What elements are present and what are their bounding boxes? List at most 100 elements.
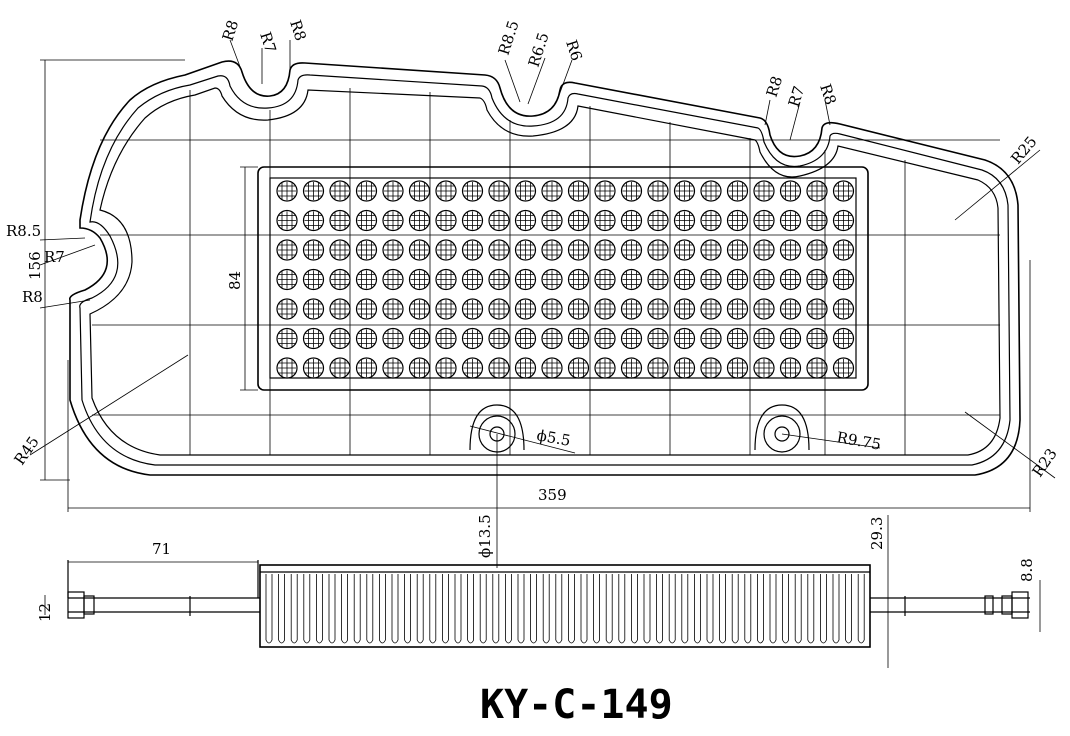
core-hole [435, 209, 457, 232]
core-hole [647, 180, 669, 202]
core-hole [779, 239, 802, 261]
pleat [706, 574, 714, 644]
core-hole [673, 180, 696, 202]
core-hole [726, 268, 749, 291]
pleat [454, 574, 462, 644]
pleat [605, 574, 613, 644]
core-hole [620, 209, 643, 232]
core-hole [541, 209, 563, 232]
core-holes [276, 180, 855, 379]
pleat [517, 574, 525, 644]
core-hole [753, 357, 775, 379]
core-hole [488, 327, 510, 350]
dim-boss-radius: R9.75 [835, 428, 882, 453]
core-hole [594, 298, 616, 320]
pleat [694, 574, 701, 644]
core-hole [461, 239, 484, 261]
core-hole [329, 357, 351, 379]
core-hole [302, 298, 325, 320]
pleat [492, 574, 500, 644]
core-hole [329, 298, 351, 320]
dimension-lines [29, 39, 1056, 512]
core-hole [355, 327, 378, 350]
core-hole [726, 298, 749, 320]
pleat [530, 574, 537, 644]
core-hole [567, 298, 590, 320]
part-number: KY-C-149 [480, 682, 673, 728]
pleat [542, 574, 550, 644]
core-hole [700, 239, 722, 261]
dim-notch3-c: R8 [816, 82, 840, 107]
core-hole [620, 327, 643, 350]
pleats [265, 574, 865, 644]
core-hole [620, 268, 643, 291]
side-view: ϕ13.5 71 12 29.3 8.8 [36, 434, 1041, 668]
core-hole [673, 239, 696, 261]
core-hole [673, 327, 696, 350]
dim-flange-length: 71 [152, 540, 171, 558]
pleat [731, 574, 739, 644]
core-hole [832, 239, 855, 261]
dim-notch3-a: R8 [763, 74, 787, 99]
pleat [794, 574, 802, 644]
pleat [656, 574, 663, 644]
pleat [429, 574, 437, 644]
core-hole [620, 298, 643, 320]
pleat [618, 574, 626, 644]
dim-radius-right-lower: R23 [1029, 445, 1061, 480]
core-hole [700, 209, 722, 232]
core-hole [541, 268, 563, 291]
core-hole [647, 298, 669, 320]
core-hole [832, 180, 855, 202]
dim-radius-left-upper: R45 [11, 433, 43, 468]
pleat [857, 574, 865, 644]
core-hole [541, 357, 563, 379]
dim-hole-diameter: ϕ5.5 [535, 426, 572, 450]
core-hole [302, 180, 325, 202]
pleat [593, 574, 600, 644]
pleat [353, 574, 361, 644]
pleat [404, 574, 411, 644]
core-hole [382, 268, 404, 291]
core-hole [355, 268, 378, 291]
core-hole [673, 209, 696, 232]
pleat [505, 574, 512, 644]
dim-notch2-c: R6 [562, 38, 586, 63]
core-hole [302, 209, 325, 232]
dim-right-thickness: 8.8 [1018, 558, 1036, 582]
dim-notch1-a: R8 [219, 18, 243, 43]
core-hole [382, 209, 404, 232]
core-hole [567, 180, 590, 202]
core-hole [461, 327, 484, 350]
pleat [769, 574, 777, 644]
core-hole [779, 180, 802, 202]
core-hole [594, 357, 616, 379]
core-hole [806, 357, 828, 379]
pleat [479, 574, 487, 644]
core-hole [355, 180, 378, 202]
pleat [845, 574, 852, 644]
mount-boss-right [754, 404, 881, 453]
core-hole [408, 268, 431, 291]
core-hole [620, 239, 643, 261]
dim-core-height: 84 [226, 271, 244, 290]
core-hole [620, 180, 643, 202]
core-hole [514, 298, 537, 320]
core-hole [726, 239, 749, 261]
core-hole [276, 327, 298, 350]
core-hole [276, 209, 298, 232]
core-hole [408, 327, 431, 350]
dim-notch3-b: R7 [785, 84, 809, 109]
top-view: 359 84 156 ϕ5.5 R9.75 R45 R25 R23 R8.5 R… [6, 18, 1061, 512]
core-hole [594, 268, 616, 291]
core-hole [806, 268, 828, 291]
core-hole [355, 298, 378, 320]
dim-flange-thickness: 12 [36, 603, 54, 622]
core-hole [302, 239, 325, 261]
core-hole [408, 180, 431, 202]
core-hole [276, 239, 298, 261]
dim-notch1-b: R7 [256, 30, 280, 55]
core-hole [567, 239, 590, 261]
core-hole [435, 327, 457, 350]
